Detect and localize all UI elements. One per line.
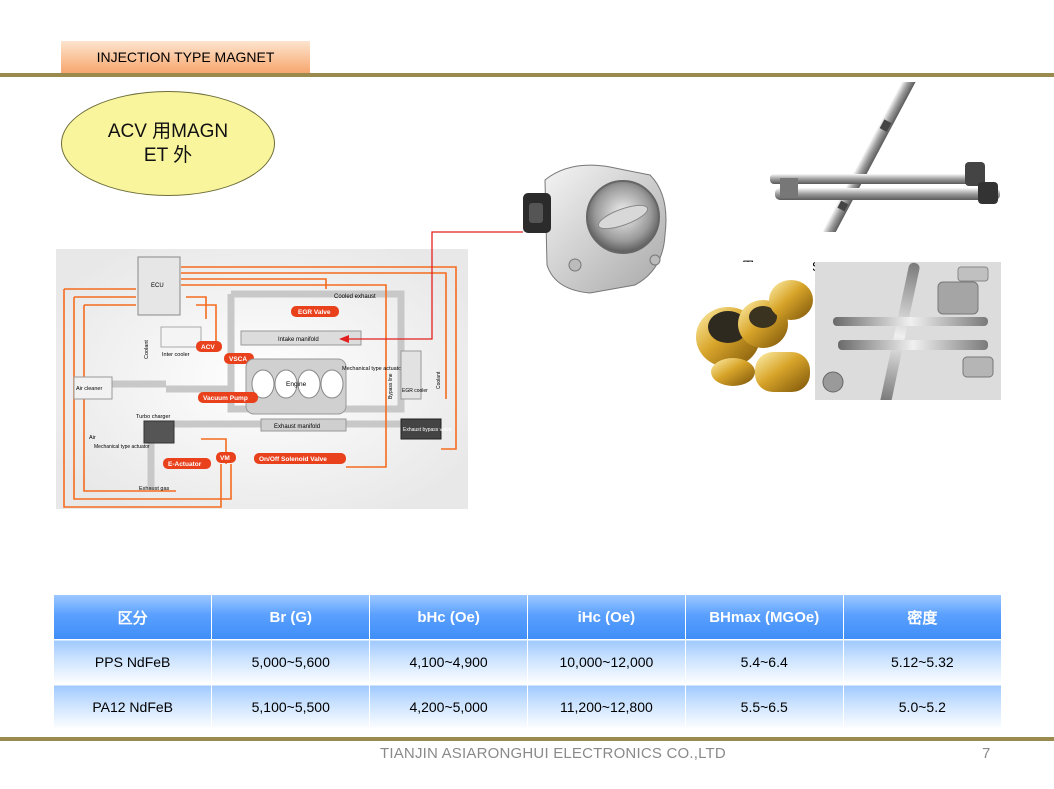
table-cell: 5.0~5.2 [843,684,1001,729]
vsca-label: VSCA [229,356,247,363]
onoff-valve-label: On/Off Solenoid Valve [259,456,327,463]
ellipse-line-2: ET 外 [143,144,193,166]
header-bhc: bHc (Oe) [369,595,528,640]
header-ihc: iHc (Oe) [527,595,686,640]
exhaust-gas-label: Exhaust gas [139,486,170,492]
table-cell: PA12 NdFeB [54,684,213,729]
header-category: 区分 [54,595,213,640]
header-density: 密度 [843,595,1001,640]
vacuum-pump-badge [198,392,258,403]
header-br: Br (G) [211,595,371,640]
vm-label: VM [220,455,230,462]
vm-badge [216,452,236,463]
bottom-divider [0,737,1054,741]
table-cell: 5,000~5,600 [211,639,371,685]
page-number: 7 [982,745,991,762]
vacuum-pump-label: Vacuum Pump [203,395,248,402]
table-row: PPS NdFeB 5,000~5,600 4,100~4,900 10,000… [54,639,1001,685]
shaft-assy-image [770,82,1000,232]
bypass-line-label: Bypass line [388,373,394,399]
onoff-valve-badge [254,453,346,464]
table-cell: 5.5~6.5 [685,684,844,729]
ecu-box [137,256,181,316]
table-cell: 11,200~12,800 [527,684,686,729]
table-cell: 4,100~4,900 [369,639,528,685]
cooled-exhaust-label: Cooled exhaust [334,294,376,300]
table-cell: 5.4~6.4 [685,639,844,685]
table-cell: 5,100~5,500 [211,684,371,729]
slide-title-tab: INJECTION TYPE MAGNET [61,41,310,73]
throttle-body-image [523,164,667,294]
vsca-badge [224,353,254,364]
acv-callout-ellipse: ACV 用MAGN ET 外 [61,91,275,196]
table-cell: 10,000~12,000 [527,639,686,685]
engine-system-diagram: ECU Intake manifold Coolant Inter cooler… [56,249,468,509]
footer-company: TIANJIN ASIARONGHUI ELECTRONICS CO.,LTD [380,745,726,762]
intake-manifold-label: Intake manifold [278,337,319,343]
coolant-label: Coolant [144,340,150,359]
inter-cooler-label: Inter cooler [162,352,190,358]
mech-type-actuator-label: Mechanical type actuator [94,444,150,450]
egr-valve-badge [291,306,339,317]
table-cell: 4,200~5,000 [369,684,528,729]
ellipse-line-1: ACV 用MAGN [107,120,229,142]
table-header-row: 区分 Br (G) bHc (Oe) iHc (Oe) BHmax (MGOe)… [54,595,1001,640]
egr-cooler-label: EGR cooler [402,388,428,394]
magnet-spec-table: 区分 Br (G) bHc (Oe) iHc (Oe) BHmax (MGOe)… [54,595,1001,729]
table-cell: PPS NdFeB [54,639,213,685]
connector-arrow [339,231,523,343]
exhaust-bypass-label: Exhaust bypass valve [403,427,452,433]
header-bhmax: BHmax (MGOe) [685,595,844,640]
e-actuator-label: E-Actuator [168,461,202,468]
mechanical-actuator-label: Mechanical type actuator [342,366,403,372]
air-cleaner-label: Air cleaner [76,386,102,392]
exhaust-manifold-label: Exhaust manifold [274,424,320,430]
top-divider [0,73,1054,77]
acv-label: ACV [201,344,215,351]
turbo-charger-label: Turbo charger [136,414,171,420]
brass-bushings-image [693,262,1001,400]
table-row: PA12 NdFeB 5,100~5,500 4,200~5,000 11,20… [54,684,1001,729]
air-label: Air [89,435,96,441]
table-cell: 5.12~5.32 [843,639,1001,685]
acv-badge [196,341,222,352]
egr-valve-label: EGR Valve [298,309,331,316]
ecu-label: ECU [151,283,164,289]
engine-label: Engine [286,381,307,388]
coolant-right-label: Coolant [436,371,442,389]
e-actuator-badge [163,458,211,469]
